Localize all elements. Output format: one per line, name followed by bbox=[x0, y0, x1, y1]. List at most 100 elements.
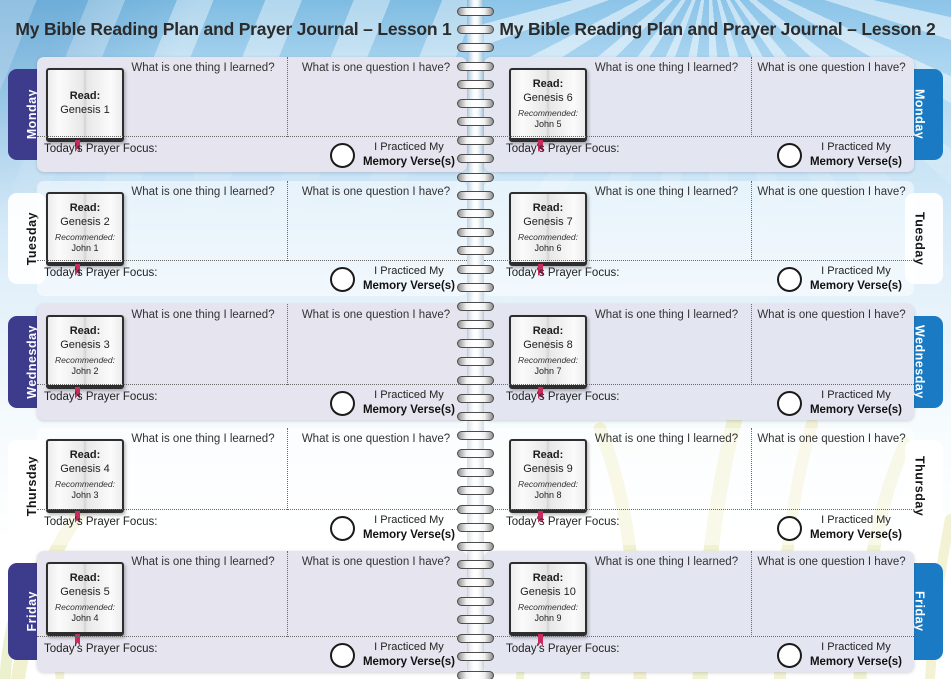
day-row-monday-lesson2: Monday Read: Genesis 6 Recommended: John… bbox=[484, 57, 943, 172]
prayer-strip: Today's Prayer Focus: I Practiced My Mem… bbox=[37, 136, 467, 172]
prayer-focus-label: Today's Prayer Focus: bbox=[44, 267, 158, 279]
open-book-icon: Read: Genesis 2 Recommended: John 1 bbox=[46, 192, 124, 276]
practiced-label: I Practiced My Memory Verse(s) bbox=[810, 389, 902, 417]
prayer-writing-area[interactable] bbox=[614, 510, 764, 545]
learned-question-label: What is one thing I learned? bbox=[594, 433, 739, 445]
have-question-label: What is one question I have? bbox=[301, 62, 451, 74]
learned-writing-area[interactable] bbox=[121, 81, 285, 135]
question-writing-area[interactable] bbox=[754, 205, 909, 259]
learned-writing-area[interactable] bbox=[121, 328, 285, 383]
question-writing-area[interactable] bbox=[754, 575, 909, 635]
page-title-lesson2: My Bible Reading Plan and Prayer Journal… bbox=[499, 19, 936, 39]
recommended-label: Recommended: bbox=[517, 602, 578, 613]
question-writing-area[interactable] bbox=[754, 452, 909, 508]
learned-writing-area[interactable] bbox=[121, 205, 285, 259]
day-main-area: Read: Genesis 9 Recommended: John 8 What… bbox=[484, 428, 914, 523]
day-card: Read: Genesis 9 Recommended: John 8 What… bbox=[484, 428, 914, 545]
prayer-writing-area[interactable] bbox=[614, 385, 764, 420]
day-tab-label: Wednesday bbox=[24, 325, 39, 399]
memory-verse-checkbox[interactable] bbox=[329, 390, 355, 416]
prayer-focus-label: Today's Prayer Focus: bbox=[44, 143, 158, 155]
learned-writing-area[interactable] bbox=[584, 575, 749, 635]
learned-writing-area[interactable] bbox=[584, 81, 749, 135]
read-passage: Genesis 2 bbox=[60, 215, 110, 228]
read-label: Read: bbox=[532, 324, 564, 337]
column-divider bbox=[751, 428, 752, 510]
column-divider bbox=[751, 304, 752, 385]
learned-writing-area[interactable] bbox=[121, 452, 285, 508]
learned-writing-area[interactable] bbox=[584, 328, 749, 383]
recommended-label: Recommended: bbox=[54, 602, 115, 613]
recommended-label: Recommended: bbox=[517, 479, 578, 490]
page-title-lesson1: My Bible Reading Plan and Prayer Journal… bbox=[15, 19, 452, 39]
prayer-writing-area[interactable] bbox=[614, 137, 764, 172]
day-row-wednesday-lesson1: Wednesday Read: Genesis 3 Recommended: J… bbox=[8, 304, 467, 420]
recommended-label: Recommended: bbox=[517, 108, 578, 119]
day-main-area: Read: Genesis 5 Recommended: John 4 What… bbox=[37, 551, 467, 646]
prayer-writing-area[interactable] bbox=[167, 637, 317, 672]
read-passage: Genesis 9 bbox=[523, 462, 573, 475]
open-book-icon: Read: Genesis 10 Recommended: John 9 bbox=[509, 562, 587, 646]
practiced-label: I Practiced My Memory Verse(s) bbox=[363, 141, 455, 169]
question-writing-area[interactable] bbox=[290, 328, 462, 383]
memory-verse-group: I Practiced My Memory Verse(s) bbox=[776, 641, 902, 669]
have-question-label: What is one question I have? bbox=[301, 556, 451, 568]
practiced-label: I Practiced My Memory Verse(s) bbox=[363, 389, 455, 417]
memory-verse-checkbox[interactable] bbox=[329, 266, 355, 292]
memory-verse-checkbox[interactable] bbox=[329, 142, 355, 168]
question-writing-area[interactable] bbox=[290, 575, 462, 635]
bookmark-ribbon-icon bbox=[538, 511, 543, 523]
memory-verse-group: I Practiced My Memory Verse(s) bbox=[776, 389, 902, 417]
prayer-writing-area[interactable] bbox=[614, 637, 764, 672]
day-card: Read: Genesis 1 What is one thing I lear… bbox=[37, 57, 467, 172]
learned-writing-area[interactable] bbox=[584, 452, 749, 508]
day-row-thursday-lesson1: Thursday Read: Genesis 4 Recommended: Jo… bbox=[8, 428, 467, 545]
day-row-friday-lesson1: Friday Read: Genesis 5 Recommended: John… bbox=[8, 551, 467, 672]
prayer-writing-area[interactable] bbox=[614, 261, 764, 296]
prayer-focus-label: Today's Prayer Focus: bbox=[506, 391, 620, 403]
memory-verse-checkbox[interactable] bbox=[776, 142, 802, 168]
learned-writing-area[interactable] bbox=[584, 205, 749, 259]
bookmark-ribbon-icon bbox=[75, 140, 80, 152]
memory-verse-checkbox[interactable] bbox=[776, 642, 802, 668]
open-book-icon: Read: Genesis 7 Recommended: John 6 bbox=[509, 192, 587, 276]
memory-verse-checkbox[interactable] bbox=[776, 390, 802, 416]
practiced-line2: Memory Verse(s) bbox=[362, 655, 455, 668]
bookmark-ribbon-icon bbox=[75, 634, 80, 646]
memory-verse-checkbox[interactable] bbox=[776, 515, 802, 541]
read-passage: Genesis 3 bbox=[60, 338, 110, 351]
open-book-icon: Read: Genesis 1 bbox=[46, 68, 124, 152]
memory-verse-checkbox[interactable] bbox=[329, 515, 355, 541]
question-writing-area[interactable] bbox=[290, 205, 462, 259]
recommended-passage: John 9 bbox=[534, 612, 562, 623]
prayer-strip: Today's Prayer Focus: I Practiced My Mem… bbox=[484, 509, 914, 545]
practiced-label: I Practiced My Memory Verse(s) bbox=[810, 641, 902, 669]
prayer-strip: Today's Prayer Focus: I Practiced My Mem… bbox=[37, 384, 467, 420]
read-passage: Genesis 4 bbox=[60, 462, 110, 475]
prayer-strip: Today's Prayer Focus: I Practiced My Mem… bbox=[37, 636, 467, 672]
prayer-writing-area[interactable] bbox=[167, 510, 317, 545]
read-passage: Genesis 10 bbox=[520, 585, 576, 598]
memory-verse-checkbox[interactable] bbox=[776, 266, 802, 292]
question-writing-area[interactable] bbox=[290, 81, 462, 135]
bookmark-ribbon-icon bbox=[75, 264, 80, 276]
day-tab-label: Monday bbox=[912, 89, 927, 140]
recommended-passage: John 5 bbox=[534, 118, 562, 129]
read-label: Read: bbox=[69, 201, 101, 214]
memory-verse-group: I Practiced My Memory Verse(s) bbox=[329, 641, 455, 669]
prayer-strip: Today's Prayer Focus: I Practiced My Mem… bbox=[37, 260, 467, 296]
memory-verse-checkbox[interactable] bbox=[329, 642, 355, 668]
have-question-label: What is one question I have? bbox=[757, 62, 906, 74]
question-writing-area[interactable] bbox=[290, 452, 462, 508]
day-tab-label: Monday bbox=[24, 89, 39, 140]
prayer-writing-area[interactable] bbox=[167, 261, 317, 296]
day-row-thursday-lesson2: Thursday Read: Genesis 9 Recommended: Jo… bbox=[484, 428, 943, 545]
have-question-label: What is one question I have? bbox=[757, 309, 906, 321]
prayer-writing-area[interactable] bbox=[167, 385, 317, 420]
question-writing-area[interactable] bbox=[754, 81, 909, 135]
recommended-label: Recommended: bbox=[54, 479, 115, 490]
prayer-writing-area[interactable] bbox=[167, 137, 317, 172]
learned-writing-area[interactable] bbox=[121, 575, 285, 635]
question-writing-area[interactable] bbox=[754, 328, 909, 383]
